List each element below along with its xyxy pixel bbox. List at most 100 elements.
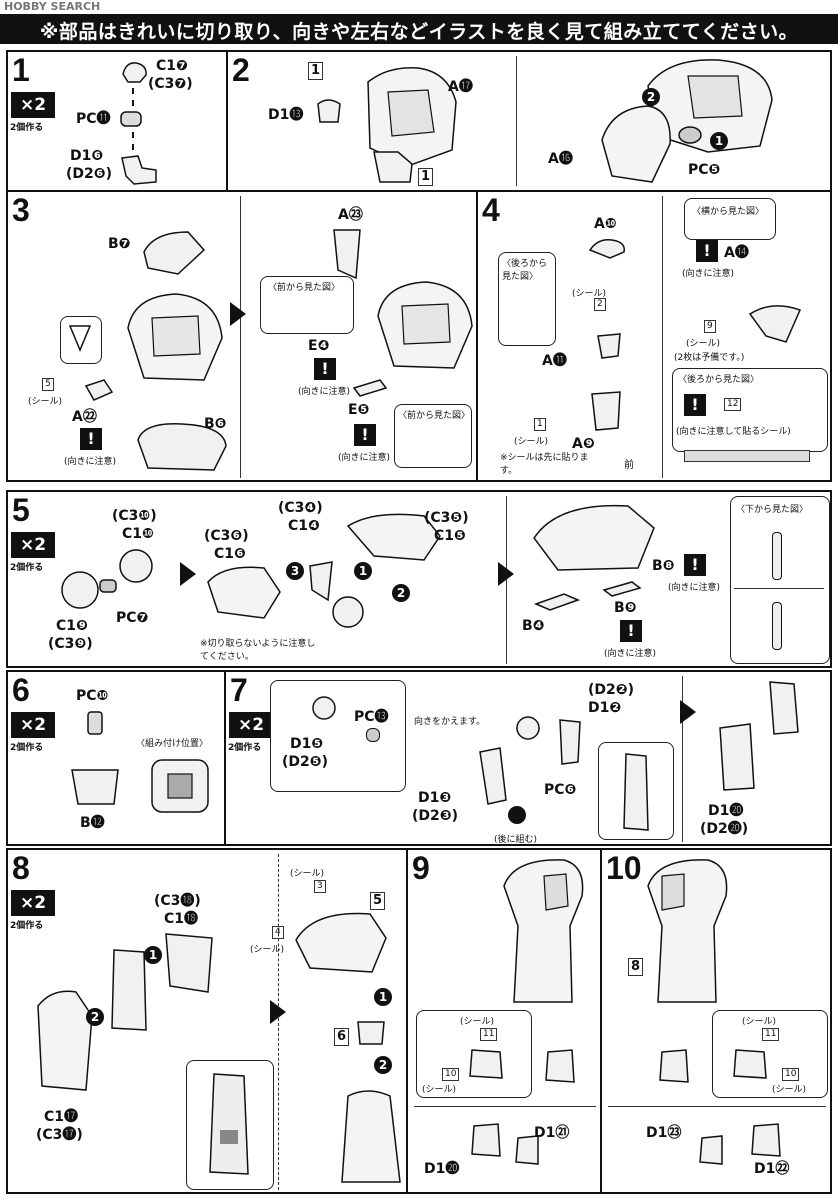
head-assembly-icon (367, 67, 457, 167)
part-label: PC⓭ (354, 709, 389, 725)
part-label: B❼ (108, 236, 131, 252)
seal-label: (シール) (290, 869, 325, 879)
part-label: D1㉓ (646, 1125, 682, 1141)
part-label: D1㉒ (754, 1161, 790, 1177)
caution-icon: ! (80, 428, 102, 450)
small-part-icon (534, 593, 580, 611)
caution-icon: ! (684, 554, 706, 576)
cut-note: ※切り取らないように注意してください。 (200, 639, 316, 662)
x2-badge: ×2 (11, 890, 55, 916)
leg-assembled-icon (341, 1090, 401, 1183)
part-label: A❿ (594, 216, 617, 232)
base-part-icon (591, 391, 621, 431)
hip-part-icon (71, 769, 119, 805)
part-label: 1 (308, 62, 324, 80)
head-assembled-icon (647, 59, 773, 153)
part-label: E❹ (308, 338, 330, 354)
leg-detail-icon (623, 753, 649, 831)
divider (414, 1106, 596, 1107)
banner-text: ※部品はきれいに切り取り、向きや左右などイラストを良く見て組み立ててください。 (39, 21, 799, 43)
caution-label: (向きに注意) (298, 387, 351, 397)
small-part-icon (602, 581, 642, 597)
view-label: 〈下から見た図〉 (736, 505, 809, 515)
seal-number: 10 (782, 1068, 800, 1081)
x2-subtext: 2個作る (10, 563, 44, 573)
seal-label: (シール) (514, 437, 549, 447)
x2-badge: ×2 (11, 92, 55, 118)
step-number: 2 (232, 52, 250, 88)
step-number: 7 (230, 672, 248, 708)
part-label: A⓰ (548, 151, 573, 167)
seal-label: (シール) (460, 1017, 495, 1027)
leg-armor-icon (37, 990, 93, 1091)
polycap-icon (87, 711, 103, 735)
seal-number: 1 (534, 418, 546, 431)
x2-badge: ×2 (11, 532, 55, 558)
step-number: 8 (12, 850, 30, 886)
step-6-panel: 6 ×2 2個作る PC❿ B⓬ 〈組み付け位置〉 (6, 670, 230, 846)
seal-number: 11 (762, 1028, 780, 1041)
part-label: 5 (370, 892, 386, 910)
part-label: A⓮ (724, 245, 749, 261)
detail-bubble (712, 1010, 828, 1098)
seal-label: (シール) (686, 339, 721, 349)
leg-assembled-icon (647, 859, 728, 1003)
small-part-icon (597, 333, 621, 359)
caution-icon: ! (620, 620, 642, 642)
seal-label: (シール) (742, 1017, 777, 1027)
part-label: (C3❿) (112, 508, 157, 524)
step-marker-1: 1 (710, 132, 728, 150)
spare-note: (2枚は予備です。) (674, 353, 745, 363)
part-label: (C3❺) (424, 510, 469, 526)
caution-icon: ! (354, 424, 376, 446)
ball-joint-icon (332, 596, 364, 628)
foot-part-icon (733, 1049, 767, 1079)
seal-label: (シール) (422, 1085, 457, 1095)
part-label: D1❻ (70, 148, 104, 164)
x2-badge: ×2 (229, 712, 273, 738)
part-label: C1❺ (434, 528, 466, 544)
watermark: HOBBY SEARCH (4, 0, 101, 13)
arrow-down (132, 132, 134, 150)
part-label: B❹ (522, 618, 545, 634)
part-label: D1❷ (588, 700, 622, 716)
caution-icon: ! (314, 358, 336, 380)
part-label: D1❺ (290, 736, 324, 752)
leg-assembled-icon (503, 859, 584, 1003)
step-marker-1: 1 (374, 988, 392, 1006)
step-marker-2: 2 (86, 1008, 104, 1026)
seal-number: 9 (704, 320, 716, 333)
seal-label: (シール) (250, 945, 285, 955)
step-marker-2: 2 (374, 1056, 392, 1074)
base-part-icon (137, 423, 227, 471)
view-part (772, 532, 782, 580)
part-label: C1❾ (56, 618, 88, 634)
divider (608, 1106, 826, 1107)
seal-label: (シール) (772, 1085, 807, 1095)
step-number: 1 (12, 52, 30, 88)
seal-number: 10 (442, 1068, 460, 1081)
step-number: 6 (12, 672, 30, 708)
fin-part-icon (748, 305, 802, 343)
part-label: PC❻ (544, 782, 577, 798)
shoulder-body-icon (346, 513, 441, 561)
step-number: 3 (12, 192, 30, 228)
part-label: B❾ (614, 600, 637, 616)
part-label: (D2❷) (588, 682, 635, 698)
step-marker-2: 2 (392, 584, 410, 602)
leg-parts-icon (479, 716, 581, 805)
part-label: 8 (628, 958, 644, 976)
front-view-bubble (260, 276, 354, 334)
seal-number: 4 (272, 926, 284, 939)
step-1-panel: 1 ×2 2個作る C1❼ (C3❼) PC⓫ D1❻ (D2❻) (6, 50, 228, 192)
lower-part-icon (373, 151, 413, 183)
seal-number: 5 (42, 378, 54, 391)
part-label: A❾ (572, 436, 595, 452)
rotate-note: 向きをかえます。 (414, 717, 486, 727)
side-view-bubble (684, 198, 776, 240)
front-view-bubble (394, 404, 472, 468)
x2-badge: ×2 (11, 712, 55, 738)
next-arrow (498, 562, 514, 586)
step-5-panel: 5 ×2 2個作る (C3❿) C1❿ PC❼ C1❾ (C3❾) (C3❻) … (6, 490, 832, 668)
head-part-icon (122, 62, 147, 83)
